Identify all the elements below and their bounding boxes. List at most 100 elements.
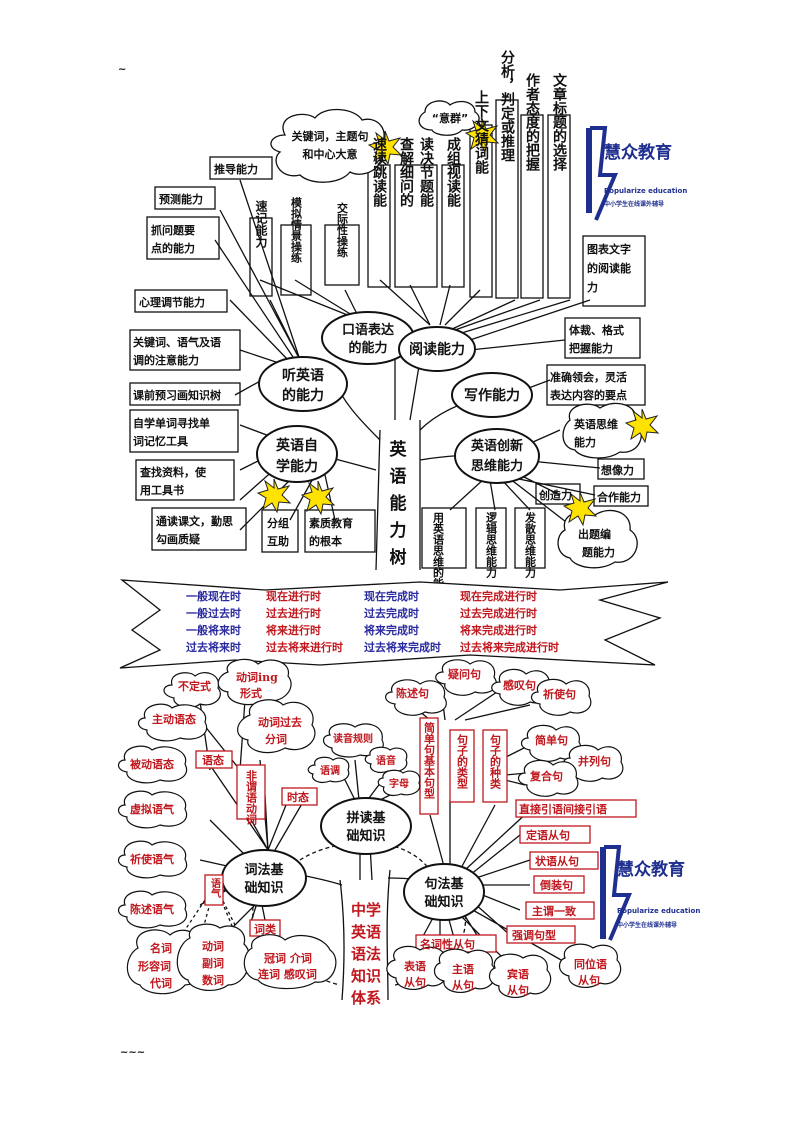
oval-yuedu: 阅读能力 [409,341,465,358]
bottom-mark: ~~~ [120,1047,145,1058]
t2-feiwei: 非谓语动词 [245,769,258,826]
tense-1-1: 一般现在时 [186,589,241,603]
box-zhunque-1: 准确领会，灵活 [550,370,627,384]
ability-tree [129,99,649,571]
box-ticai-1: 体裁、格式 [569,323,624,337]
t2-juzi-lx: 句子的类型 [456,733,469,790]
box-zhuawen-1: 抓问题要 [151,223,195,237]
t2-cifa-2: 础知识 [244,880,283,896]
t2-chenshu-yq: 陈述语气 [130,902,174,916]
vbox-jiaoji: 交际性操练 [336,201,349,258]
t2-trunk-3: 语法 [351,945,381,963]
t2-xuni: 虚拟语气 [130,802,174,816]
vbox-shangxia: 上下文猜词能 [473,90,490,175]
box-zhunque-2: 表达内容的要点 [549,388,627,402]
cloud-siwei [562,402,642,459]
t2-binyu-1: 宾语 [507,967,529,981]
tense-1-4: 现在完成进行时 [460,589,537,603]
cloud-text-2: 和中心大意 [303,147,358,161]
logo-bottom-sub: 中小学生在线课外辅导 [617,921,677,929]
t2-dingyu: 定语从句 [526,828,570,842]
tense-2-2: 过去进行时 [266,606,321,620]
t2-fayin: 读音规则 [333,732,373,745]
oval-tingli-2: 的能力 [282,387,324,404]
t2-yutai: 语态 [202,753,224,767]
logo-top-sub: 中小学生在线课外辅导 [604,200,664,208]
box-chazhao-1: 查找资料，使 [140,465,207,479]
box-tongdu-1: 通读课文，勤思 [156,514,233,528]
t2-mingci-cj: 名词性从句 [420,937,475,951]
box-suzhi-1: 素质教育 [309,516,353,530]
box-chazhao-2: 用工具书 [140,483,184,497]
cloud-yiqun-text: “意群” [432,111,468,125]
t2-daozhuang: 倒装句 [539,878,573,892]
trunk-char-5: 树 [390,548,407,568]
vbox-yong: 用英语思维的能力 [432,512,446,601]
t2-budingshi: 不定式 [178,679,211,693]
t2-zhijie: 直接引语间接引语 [519,802,607,816]
t2-mingci-1: 名词 [150,941,172,955]
t2-yuyin: 语音 [376,754,396,767]
box-zixue-1: 自学单词寻找单 [133,416,210,430]
box-tongdu-2: 勾画质疑 [156,532,200,546]
cloud-chuti-1: 出题编 [578,527,611,541]
box-yuxi: 课前预习画知识树 [133,388,221,402]
box-xinli: 心理调节能力 [139,295,205,309]
vbox-suji: 速记能力 [254,199,268,249]
t2-mingci-2: 形容词 [138,959,171,973]
box-suzhi-2: 的根本 [309,534,342,548]
box-yuce: 预测能力 [159,192,203,206]
tense-1-3: 现在完成时 [364,589,419,603]
t2-zimu: 字母 [389,777,409,790]
t2-pindu-1: 拼读基 [346,810,386,826]
t2-trunk-2: 英语 [351,923,381,941]
box-tubiao-2: 的阅读能 [587,261,631,275]
box-hezuo: 合作能力 [597,490,641,504]
box-tuidao: 推导能力 [214,162,258,176]
t2-tongwei-2: 从句 [578,973,600,987]
tense-3-4: 将来完成进行时 [460,623,537,637]
trunk-char-2: 语 [390,467,407,487]
t2-gantan: 感叹句 [503,678,536,692]
tense-4-1: 过去将来时 [186,640,241,654]
logo-top-name: 慧众教育 [604,142,672,163]
t2-dongci-2: 副词 [202,956,224,970]
t2-shitai: 时态 [287,790,309,804]
t2-biaoyu-2: 从句 [404,975,426,989]
star-icon [301,480,335,515]
oval-xiezuo: 写作能力 [464,387,520,404]
tense-table: 一般现在时 现在进行时 现在完成时 现在完成进行时 一般过去时 过去进行时 过去… [186,589,559,654]
tense-2-1: 一般过去时 [186,606,241,620]
t2-zhuyu-1: 主语 [452,962,474,976]
cloud-keywords: 关键词，主题句 和中心大意 [270,108,385,183]
t2-jufa-2: 础知识 [424,894,463,910]
oval-tingli-1: 听英语 [282,367,324,384]
logo-bottom-name: 慧众教育 [617,859,685,880]
vbox-wenzhang: 文章标题的选择 [551,72,568,172]
box-zixue-2: 词记忆工具 [133,434,188,448]
grammar-boxes [195,717,637,953]
t2-juzi-zl: 句子的种类 [489,733,503,790]
t2-pindu-2: 础知识 [346,828,385,844]
grammar-tree [174,679,571,1001]
t2-trunk-4: 知识 [351,967,381,985]
box-fenzu-2: 互助 [267,534,289,548]
logo-top: 慧众教育 Popularize education 中小学生在线课外辅导 [586,126,687,221]
t2-dongci-gq-2: 分词 [265,732,287,746]
t2-yuqi: 语气 [209,877,222,899]
tense-banner [119,579,669,669]
t2-qiangdiao: 强调句型 [512,928,556,942]
oval-chuangxin-1: 英语创新 [470,438,523,454]
t2-qishi: 祈使句 [543,687,576,701]
box-chuangzao: 创造力 [538,488,572,502]
vbox-fasan: 发散思维能力 [524,511,538,579]
t2-zhuangyu: 状语从句 [535,854,579,868]
trunk-char-3: 能 [390,493,407,514]
t2-guanci-1: 冠词 介词 [264,951,312,965]
t2-dongci-ing-2: 形式 [240,686,262,700]
t2-jiandan-ji: 简单句基本句型 [423,721,437,800]
t2-trunk-1: 中学 [351,901,381,919]
tense-2-4: 过去完成进行时 [460,606,537,620]
t2-zhudong: 主动语态 [152,712,196,726]
vbox-moni: 模拟情景操练 [290,196,304,264]
